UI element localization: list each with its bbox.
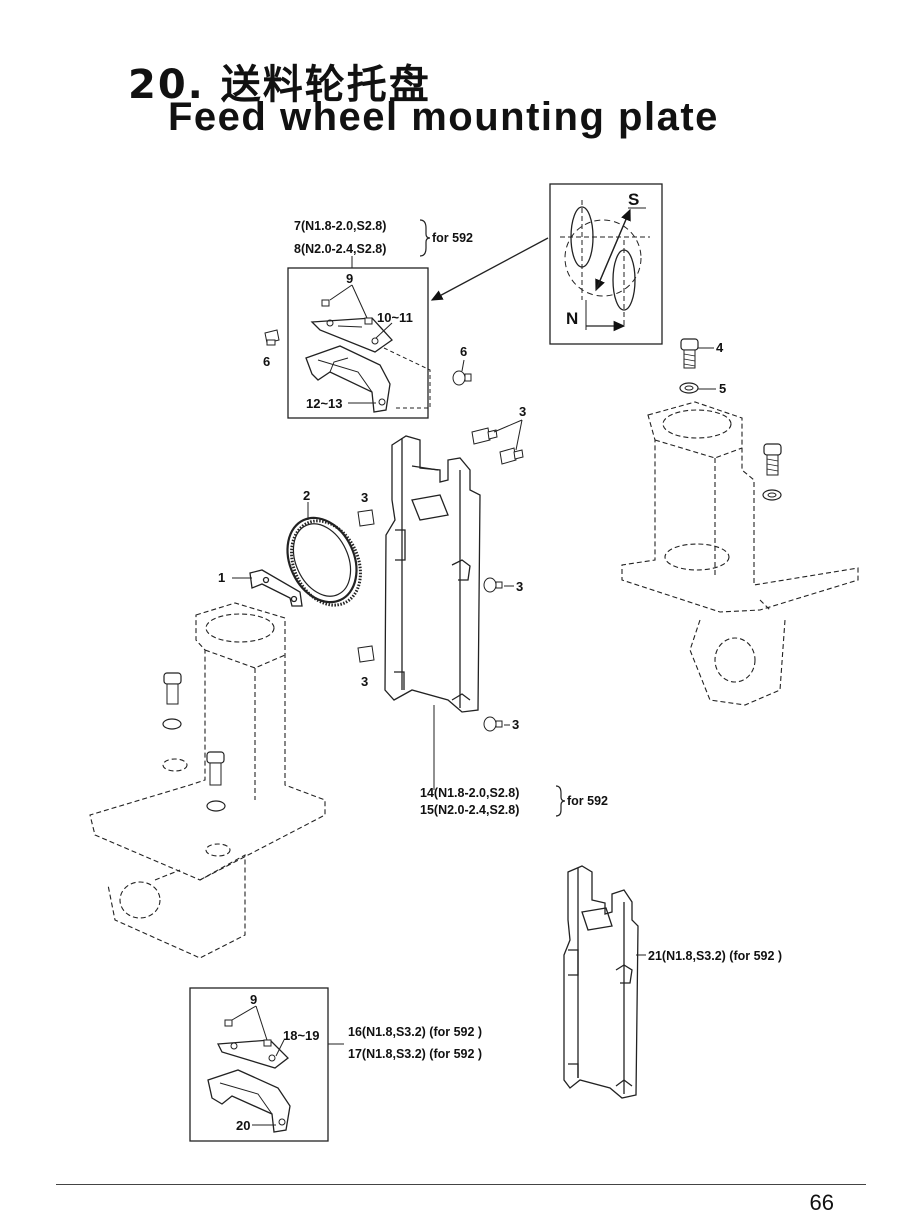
label-part-3-d: 3 xyxy=(361,674,368,689)
feed-dog-holder-plate xyxy=(384,435,481,713)
page-number: 66 xyxy=(809,1190,834,1215)
label-part-20: 20 xyxy=(236,1118,250,1133)
label-part-8: 8(N2.0-2.4,S2.8) xyxy=(294,242,386,256)
label-for-592-a: for 592 xyxy=(432,231,473,245)
label-part-4: 4 xyxy=(716,340,724,355)
screw-icon xyxy=(452,370,472,386)
washer-icon xyxy=(162,718,226,812)
screw-icon xyxy=(680,338,699,369)
inset-s-n-detail xyxy=(549,183,663,345)
washer-icon xyxy=(679,382,699,394)
label-part-17: 17(N1.8,S3.2) (for 592 ) xyxy=(348,1047,482,1061)
inset-box-parts-16-17 xyxy=(189,987,329,1142)
label-part-15: 15(N2.0-2.4,S2.8) xyxy=(420,803,519,817)
label-part-1: 1 xyxy=(218,570,225,585)
screw-icon xyxy=(357,427,524,732)
label-part-9-top: 9 xyxy=(346,271,353,286)
label-part-3-b: 3 xyxy=(361,490,368,505)
label-part-6-left: 6 xyxy=(263,354,270,369)
ring-gear-icon xyxy=(286,516,362,607)
label-s: S xyxy=(628,190,639,209)
label-part-6-right: 6 xyxy=(460,344,467,359)
screw-icon xyxy=(321,299,373,325)
left-housing xyxy=(89,602,326,959)
label-part-5: 5 xyxy=(719,381,726,396)
label-part-3-c: 3 xyxy=(516,579,523,594)
label-part-3-a: 3 xyxy=(519,404,526,419)
inset-box-parts-7-8 xyxy=(287,267,431,419)
label-part-14: 14(N1.8-2.0,S2.8) xyxy=(420,786,519,800)
bracket-part-1 xyxy=(249,569,303,607)
label-part-18-19: 18~19 xyxy=(283,1028,320,1043)
right-housing xyxy=(621,401,859,706)
label-part-3-e: 3 xyxy=(512,717,519,732)
title-chinese: 20. 送料轮托盘 xyxy=(128,62,431,108)
footer-rule xyxy=(56,1184,866,1185)
label-for-592-b: for 592 xyxy=(567,794,608,808)
screw-icon xyxy=(763,443,782,476)
label-n: N xyxy=(566,309,578,328)
label-part-2: 2 xyxy=(303,488,310,503)
washer-icon xyxy=(762,489,782,501)
label-part-10-11: 10~11 xyxy=(377,310,413,325)
label-part-16: 16(N1.8,S3.2) (for 592 ) xyxy=(348,1025,482,1039)
holder-plate-part-21 xyxy=(563,865,639,1099)
screw-icon xyxy=(163,672,225,786)
title-english: Feed wheel mounting plate xyxy=(168,95,719,139)
label-part-21: 21(N1.8,S3.2) (for 592 ) xyxy=(648,949,782,963)
label-part-7: 7(N1.8-2.0,S2.8) xyxy=(294,219,386,233)
label-part-12-13: 12~13 xyxy=(306,396,343,411)
screw-icon xyxy=(224,1019,272,1047)
label-part-9-bottom: 9 xyxy=(250,992,257,1007)
screw-icon xyxy=(264,329,280,346)
